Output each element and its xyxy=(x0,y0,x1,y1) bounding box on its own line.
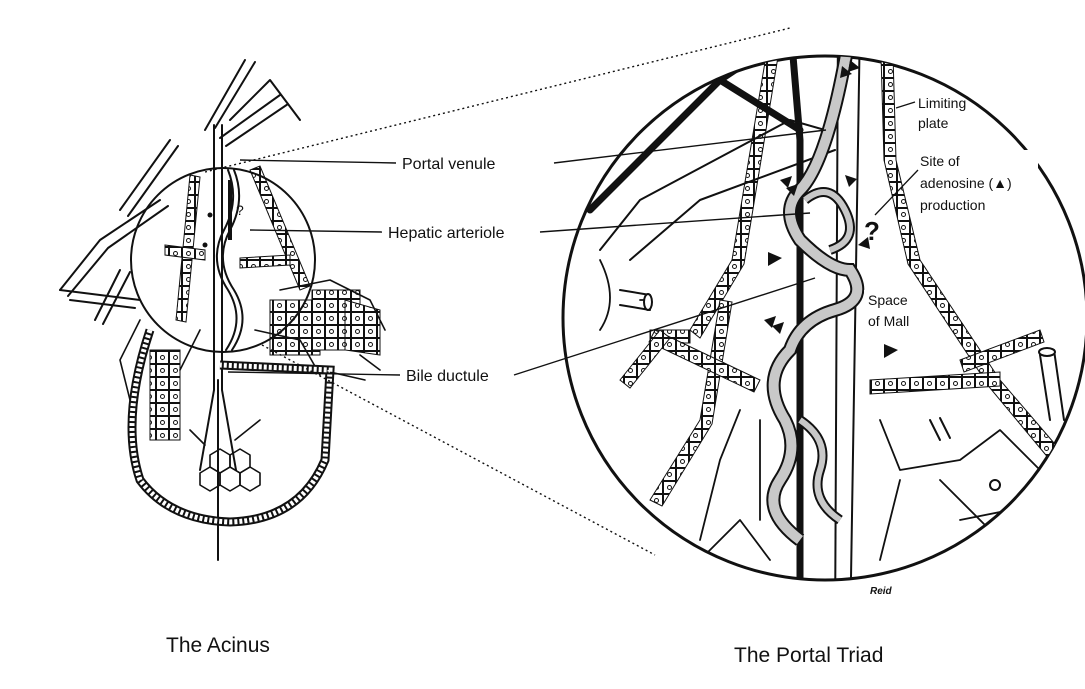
space-of-mall-line1: Space xyxy=(868,292,908,308)
portal-venule-label: Portal venule xyxy=(402,156,495,173)
adenosine-label-line1: Site of xyxy=(920,153,960,169)
bile-ductule-label: Bile ductule xyxy=(406,368,489,385)
small-question-mark: ? xyxy=(236,202,244,218)
adenosine-label-line2: adenosine (▲) xyxy=(920,175,1012,191)
hepatic-arteriole-label: Hepatic arteriole xyxy=(388,225,505,242)
artist-signature: Reid xyxy=(870,586,893,597)
portal-triad-magnified: Limiting plate Site of adenosine (▲) pro… xyxy=(563,20,1085,640)
portal-triad-caption: The Portal Triad xyxy=(734,644,883,667)
adenosine-label-line3: production xyxy=(920,197,985,213)
acinus-drawing: ? xyxy=(60,60,385,560)
question-mark: ? xyxy=(864,216,880,246)
acinus-caption: The Acinus xyxy=(166,634,270,657)
limiting-plate-label-line1: Limiting xyxy=(918,95,966,111)
space-of-mall-line2: of Mall xyxy=(868,313,909,329)
limiting-plate-label-line2: plate xyxy=(918,115,949,131)
